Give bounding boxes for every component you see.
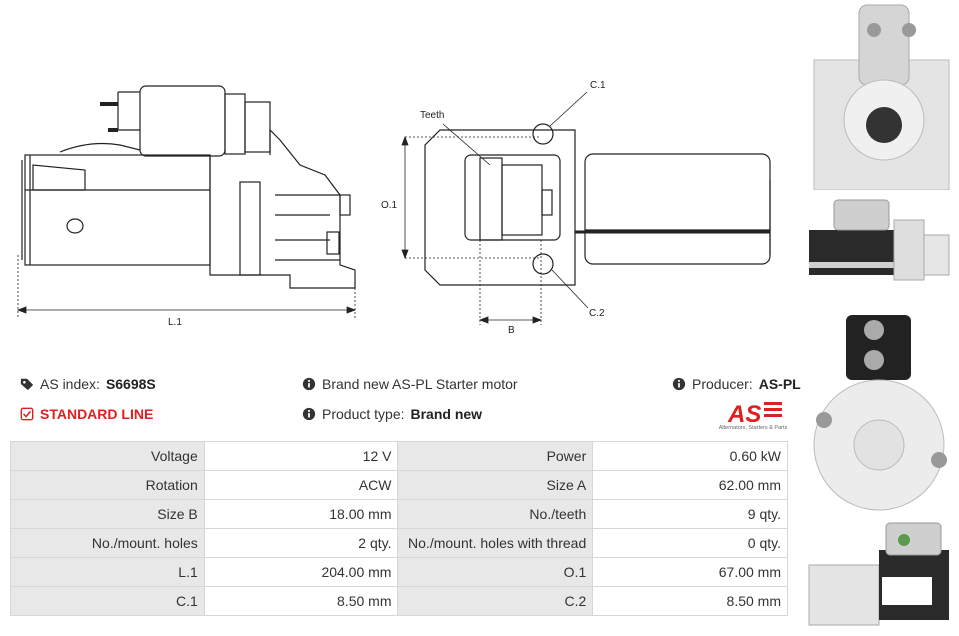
product-photo-side[interactable]: [804, 190, 959, 310]
spec-label: O.1: [397, 557, 594, 587]
info-circle-icon: [302, 407, 316, 421]
mount-hole-c1: [532, 123, 554, 145]
product-type-value: Brand new: [410, 406, 483, 422]
as-index-value: S6698S: [105, 376, 156, 392]
as-index-label: AS index:: [40, 376, 100, 392]
svg-text:AS: AS: [727, 401, 761, 428]
spec-value: 2 qty.: [203, 528, 399, 558]
dim-label-teeth: Teeth: [420, 110, 444, 121]
product-photo-label[interactable]: [804, 515, 959, 636]
spec-value: 9 qty.: [592, 499, 788, 529]
spec-value: 8.50 mm: [592, 586, 788, 616]
spec-label: Rotation: [10, 470, 205, 500]
product-photo-rear[interactable]: [804, 310, 959, 515]
brand-row: Brand new AS-PL Starter motor: [302, 376, 518, 392]
product-type-label: Product type:: [322, 406, 405, 422]
spec-label: No./mount. holes: [10, 528, 205, 558]
spec-value: 62.00 mm: [592, 470, 788, 500]
spec-label: C.1: [10, 586, 205, 616]
mount-hole-c2: [532, 253, 554, 275]
flange-outline: [424, 129, 576, 286]
product-photo-front[interactable]: [804, 0, 959, 190]
spec-label: L.1: [10, 557, 205, 587]
standard-line-label: STANDARD LINE: [40, 406, 154, 422]
dim-label-o1: O.1: [381, 200, 398, 211]
spec-value: 18.00 mm: [203, 499, 399, 529]
info-circle-icon: [672, 377, 686, 391]
technical-drawing: L.1 Teeth O.1 B C.1 C.2: [16, 80, 771, 336]
spec-label: No./mount. holes with thread: [397, 528, 594, 558]
dim-label-b: B: [508, 325, 515, 336]
product-type-row: Product type: Brand new: [302, 406, 482, 422]
check-square-icon: [20, 407, 34, 421]
spec-label: Voltage: [10, 441, 205, 471]
spec-label: Size A: [397, 470, 594, 500]
motor-body-outline: [24, 154, 211, 266]
solenoid-outline: [139, 85, 226, 157]
as-index-row: AS index: S6698S: [20, 376, 156, 392]
producer-label: Producer:: [692, 376, 753, 392]
spec-value: 8.50 mm: [203, 586, 399, 616]
dim-label-c1: C.1: [590, 80, 606, 91]
spec-label: Power: [397, 441, 594, 471]
spec-label: Size B: [10, 499, 205, 529]
dim-label-l1: L.1: [168, 317, 182, 328]
spec-value: 67.00 mm: [592, 557, 788, 587]
info-circle-icon: [302, 377, 316, 391]
spec-value: 12 V: [203, 441, 399, 471]
spec-label: No./teeth: [397, 499, 594, 529]
brand-text: Brand new AS-PL Starter motor: [322, 376, 518, 392]
as-pl-logo: AS: [727, 401, 782, 428]
product-photo-gallery: [804, 0, 959, 636]
spec-value: 0.60 kW: [592, 441, 788, 471]
spec-value: ACW: [203, 470, 399, 500]
logo-caption: Alternators, Starters & Parts: [718, 425, 788, 431]
dim-label-c2: C.2: [589, 308, 605, 319]
spec-label: C.2: [397, 586, 594, 616]
spec-value: 204.00 mm: [203, 557, 399, 587]
spec-value: 0 qty.: [592, 528, 788, 558]
tags-icon: [20, 378, 34, 391]
standard-line-row: STANDARD LINE: [20, 406, 153, 422]
producer-value: AS-PL: [758, 376, 801, 392]
producer-row: Producer: AS-PL: [672, 376, 801, 392]
